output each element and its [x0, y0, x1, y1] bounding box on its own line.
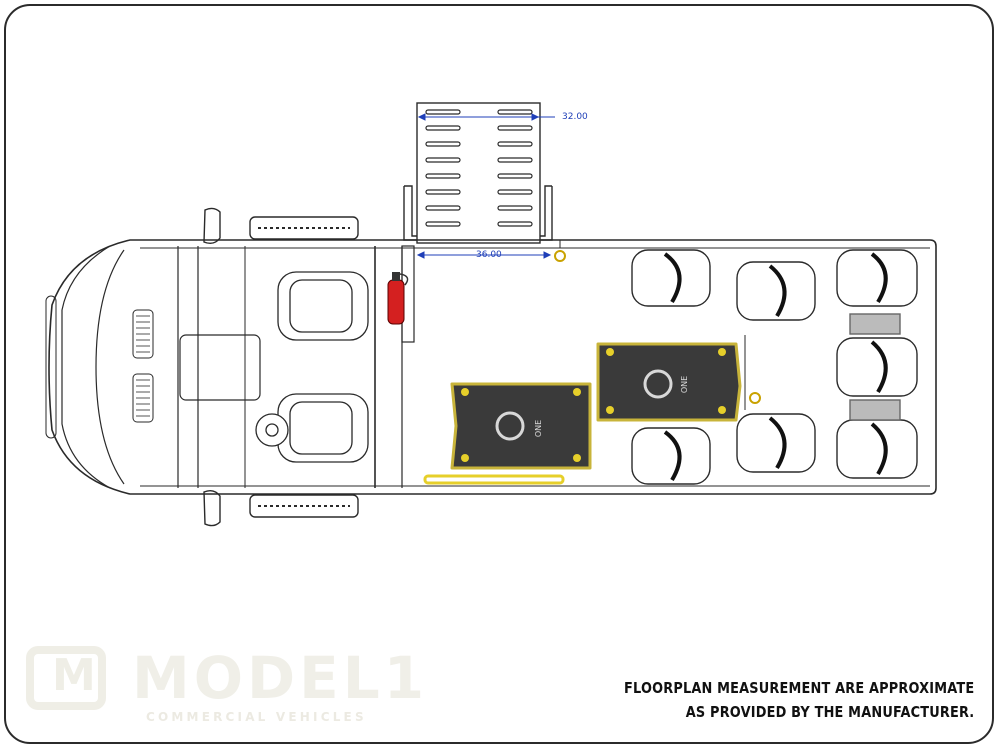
- measurement-disclaimer: FLOORPLAN MEASUREMENT ARE APPROXIMATE AS…: [624, 676, 974, 724]
- wheelchair-securement-plate-1: [450, 382, 592, 470]
- securement-label: ONE: [680, 375, 690, 394]
- wheelchair-ramp: [403, 102, 553, 244]
- passenger-seat: [631, 249, 711, 307]
- passenger-seat: [836, 249, 918, 307]
- van-body: [48, 239, 937, 495]
- front-grille: [45, 295, 154, 439]
- dimension-lines: [416, 113, 555, 259]
- securement-label: ONE: [534, 419, 544, 438]
- diagram-frame: [4, 4, 994, 744]
- side-mirrors: [203, 207, 221, 527]
- passenger-seat: [836, 337, 918, 397]
- logo-wordmark: MODEL1: [132, 644, 429, 712]
- ramp-width-dimension: 32.00: [562, 112, 588, 122]
- door-opening-dimension: 36.00: [476, 250, 502, 260]
- logo-mark-letter: M: [52, 650, 96, 701]
- front-seats: [255, 271, 369, 463]
- fire-extinguisher-icon: [387, 272, 409, 325]
- front-wheels: [249, 216, 359, 518]
- handrail: [423, 474, 565, 485]
- passenger-seat: [736, 413, 816, 473]
- disclaimer-line-1: FLOORPLAN MEASUREMENT ARE APPROXIMATE: [623, 679, 974, 697]
- logo-mark: [26, 646, 106, 710]
- passenger-seat: [631, 427, 711, 485]
- disclaimer-line-2: AS PROVIDED BY THE MANUFACTURER.: [685, 703, 974, 721]
- grab-handle-circles: [554, 250, 761, 404]
- ramp-slots: [425, 109, 533, 227]
- logo-subtitle: COMMERCIAL VEHICLES: [146, 710, 367, 724]
- wheelchair-securement-plate-2: [596, 342, 742, 422]
- passenger-seats: [631, 249, 918, 485]
- passenger-seat: [836, 419, 918, 479]
- passenger-seat: [736, 261, 816, 321]
- brand-logo: M MODEL1 COMMERCIAL VEHICLES: [24, 642, 424, 732]
